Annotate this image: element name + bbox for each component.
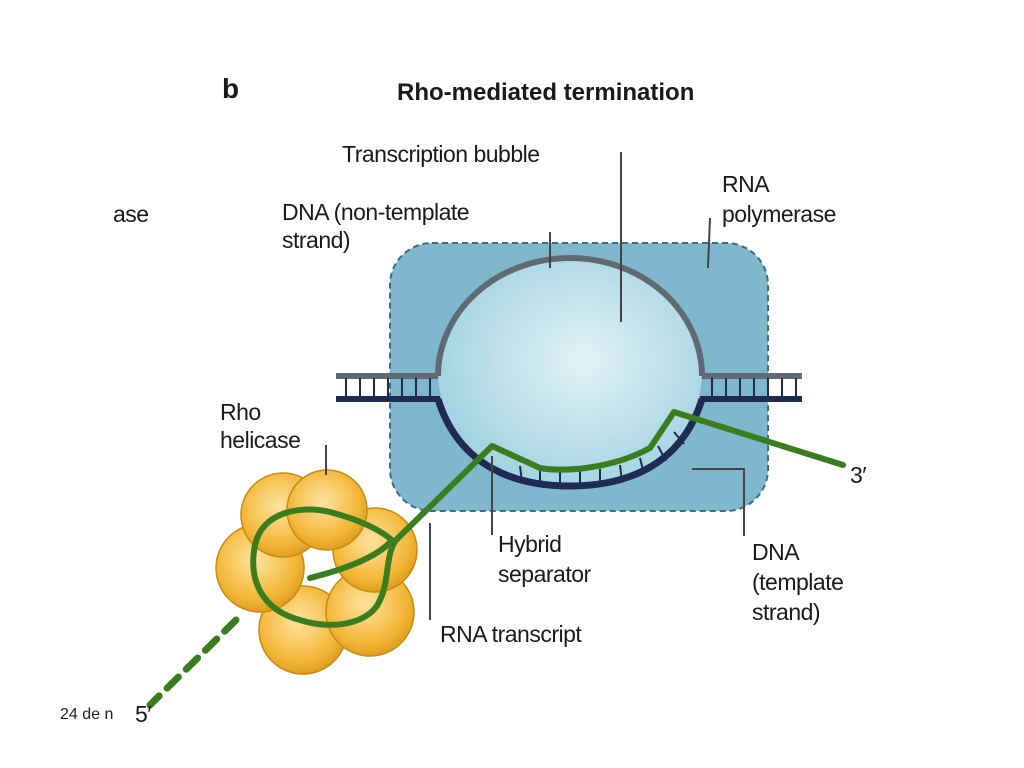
dna-template-strand — [434, 397, 706, 490]
label-dna-non-template-2: strand) — [282, 227, 350, 253]
label-hybrid-separator-1: Hybrid — [498, 531, 561, 557]
label-rho-helicase-1: Rho — [220, 399, 261, 425]
label-three-prime: 3′ — [850, 462, 866, 488]
label-rna-transcript: RNA transcript — [440, 621, 582, 647]
transcription-bubble — [438, 255, 702, 489]
label-hybrid-separator-2: separator — [498, 561, 592, 587]
slide-footer-date: 24 de n — [60, 706, 114, 723]
label-dna-template-2: (template — [752, 569, 843, 595]
label-five-prime: 5′ — [135, 701, 151, 727]
cut-off-label: ase — [113, 201, 149, 227]
panel-letter: b — [222, 73, 239, 104]
rna-transcript — [146, 409, 846, 709]
dna-non-template-strand — [435, 255, 705, 377]
label-dna-non-template-1: DNA (non-template — [282, 199, 469, 225]
label-dna-template-1: DNA — [752, 539, 800, 565]
leader-lines — [325, 152, 745, 620]
rna-dna-hybrid-pairs — [519, 431, 685, 486]
label-dna-template-3: strand) — [752, 599, 820, 625]
label-rna-polymerase-1: RNA — [722, 171, 770, 197]
label-rho-helicase-2: helicase — [220, 427, 300, 453]
diagram-title: Rho-mediated termination — [397, 79, 694, 106]
dna-duplex-right — [700, 373, 802, 402]
label-rna-polymerase-2: polymerase — [722, 201, 836, 227]
dna-duplex-left — [336, 373, 440, 402]
label-transcription-bubble: Transcription bubble — [342, 141, 540, 167]
